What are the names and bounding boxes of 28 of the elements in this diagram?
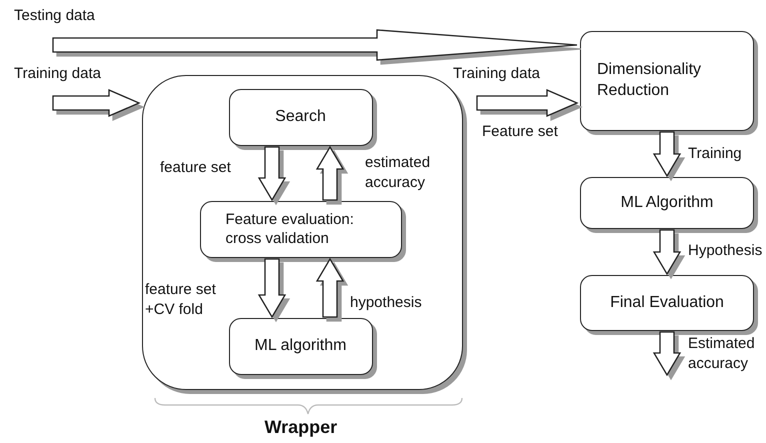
block-arrow [258,146,286,202]
text-label: Feature set [482,122,558,142]
box-label: Dimensionality Reduction [597,60,702,101]
box-label: Feature evaluation: cross validation [226,210,355,248]
block-arrow [258,258,286,318]
edge-label: Training [688,144,742,164]
block-arrow [316,146,344,201]
block-arrow [652,131,682,178]
block-arrow [52,89,141,117]
block-arrow [652,331,682,376]
edge-label: feature set +CV fold [145,280,217,319]
group-title: Wrapper [264,417,338,438]
edge-label: Estimated accuracy [688,334,756,373]
text-label: Testing data [14,6,95,26]
edge-label: Hypothesis [688,241,762,260]
box-label: Search [275,106,326,127]
edge-label: hypothesis [350,293,422,312]
edge-label: Training data [453,64,540,84]
box-label: ML Algorithm [620,192,714,213]
block-arrow [652,229,682,276]
block-arrow [316,258,344,318]
text-label: Training data [14,64,101,84]
box-label: Final Evaluation [610,292,724,313]
box-label: ML algorithm [254,336,346,356]
edge-label: feature set [160,158,231,178]
block-arrow [52,29,578,61]
block-arrow [476,89,579,117]
edge-label: estimated accuracy [365,153,432,192]
